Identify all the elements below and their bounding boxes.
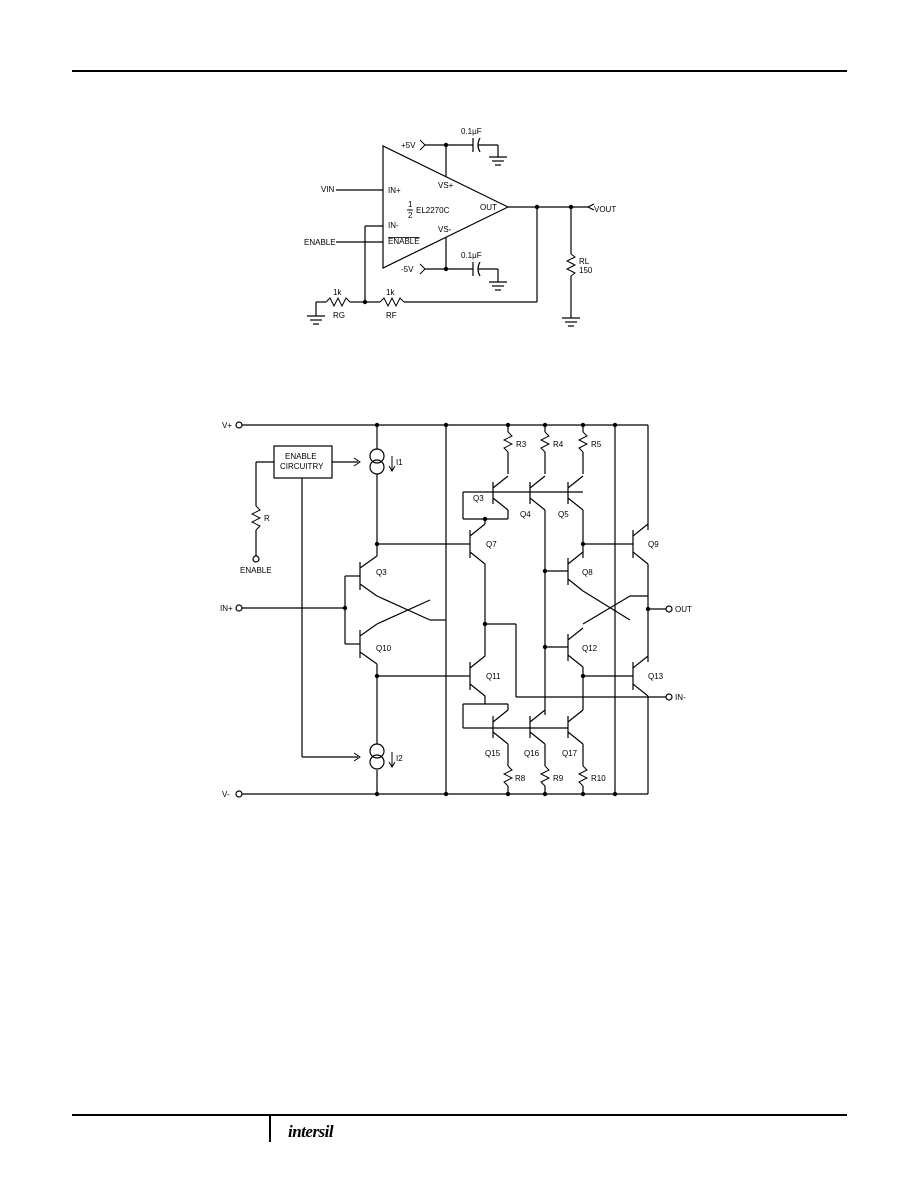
q9-label: Q9 xyxy=(648,540,659,549)
enable-box-line2: CIRCUITRY xyxy=(280,462,324,471)
pin-vs-plus: VS+ xyxy=(438,181,454,190)
r10-label: R10 xyxy=(591,774,606,783)
q7-label: Q7 xyxy=(486,540,497,549)
pin-enable: ENABLE xyxy=(388,237,420,246)
cap-bottom-label: 0.1μF xyxy=(461,251,482,260)
supply-neg-label: -5V xyxy=(401,265,414,274)
enable-pin-label: ENABLE xyxy=(240,566,272,575)
vminus-label: V- xyxy=(222,790,230,799)
pin-in-plus: IN+ xyxy=(388,186,401,195)
i2-label: I2 xyxy=(396,754,403,763)
q8-label: Q8 xyxy=(582,568,593,577)
i1-label: I1 xyxy=(396,458,403,467)
pin-out: OUT xyxy=(480,203,497,212)
r-enable-label: R xyxy=(264,514,270,523)
vplus-label: V+ xyxy=(222,421,232,430)
q4-label: Q4 xyxy=(520,510,531,519)
pin-vs-minus: VS- xyxy=(438,225,452,234)
q11-label: Q11 xyxy=(486,672,501,681)
q5-label: Q5 xyxy=(558,510,569,519)
footer-rule xyxy=(72,1114,847,1116)
r4-label: R4 xyxy=(553,440,564,449)
pin-in-minus: IN- xyxy=(388,221,399,230)
supply-pos-label: +5V xyxy=(401,141,416,150)
out-label: OUT xyxy=(675,605,692,614)
q3-label: Q3 xyxy=(376,568,387,577)
amp-fraction-den: 2 xyxy=(408,211,413,220)
q3b-label: Q3 xyxy=(473,494,484,503)
r5-label: R5 xyxy=(591,440,602,449)
cap-top-label: 0.1μF xyxy=(461,127,482,136)
application-circuit: +5V -5V 0.1μF 0.1μF VIN VOUT ENABLE IN+ … xyxy=(304,127,616,327)
enable-box-line1: ENABLE xyxy=(285,452,317,461)
intersil-logo: intersil xyxy=(288,1122,334,1141)
rg-label: RG xyxy=(333,311,345,320)
amp-fraction-num: 1 xyxy=(408,200,413,209)
r8-label: R8 xyxy=(515,774,526,783)
q16-label: Q16 xyxy=(524,749,540,758)
in-plus-label: IN+ xyxy=(220,604,233,613)
vin-label: VIN xyxy=(321,185,335,194)
in-minus-label: IN- xyxy=(675,693,686,702)
rl-value: 150 xyxy=(579,266,593,275)
r9-label: R9 xyxy=(553,774,564,783)
q10-label: Q10 xyxy=(376,644,392,653)
enable-label: ENABLE xyxy=(304,238,336,247)
r3-label: R3 xyxy=(516,440,527,449)
q15-label: Q15 xyxy=(485,749,501,758)
rg-value: 1k xyxy=(333,288,342,297)
footer-divider xyxy=(269,1116,271,1142)
q17-label: Q17 xyxy=(562,749,578,758)
vout-label: VOUT xyxy=(594,205,616,214)
q12-label: Q12 xyxy=(582,644,598,653)
amp-part: EL2270C xyxy=(416,206,450,215)
q13-label: Q13 xyxy=(648,672,664,681)
header-rule xyxy=(72,70,847,72)
rf-value: 1k xyxy=(386,288,395,297)
rl-label: RL xyxy=(579,257,590,266)
internal-schematic: V+ V- ENABLE CIRCUITRY R ENABLE I1 I2 IN… xyxy=(220,421,692,799)
rf-label: RF xyxy=(386,311,397,320)
